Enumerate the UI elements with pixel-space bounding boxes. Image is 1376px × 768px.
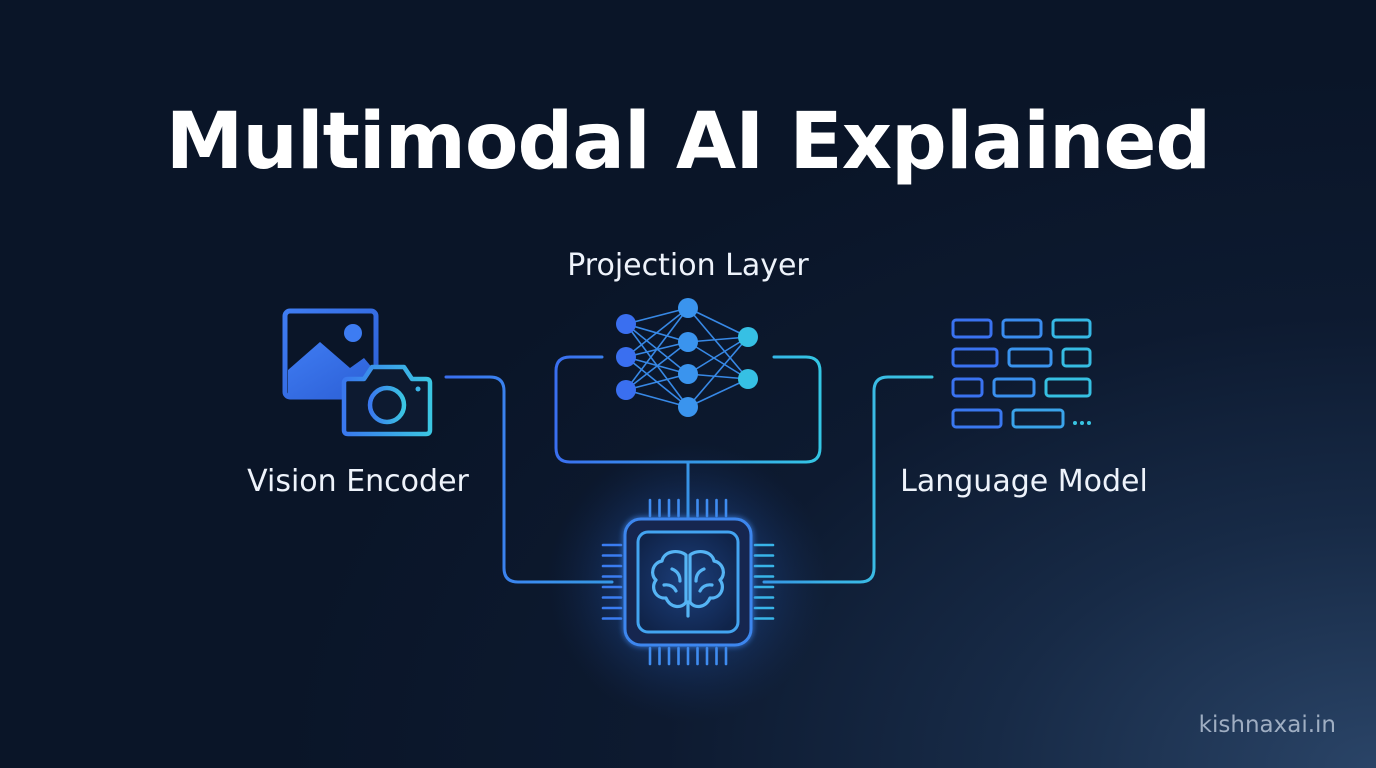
language-model-label: Language Model [900, 464, 1148, 499]
nn-edge [625, 307, 689, 325]
nn-edge [687, 378, 749, 408]
nn-node [616, 314, 636, 334]
nn-node [678, 298, 698, 318]
neural-network-icon [625, 307, 749, 408]
nn-edge [625, 389, 689, 408]
brain-icon [651, 550, 725, 618]
nn-edge [687, 336, 749, 375]
nn-edge [625, 373, 689, 391]
projection-layer-label: Projection Layer [567, 248, 809, 283]
nn-node [678, 364, 698, 384]
nn-node [738, 327, 758, 347]
nn-edge [625, 341, 689, 391]
nn-node [616, 380, 636, 400]
token-blocks-icon [951, 318, 1092, 429]
nn-edge [625, 307, 689, 391]
neural-network-nodes [616, 298, 758, 417]
vision-encoder-label: Vision Encoder [247, 464, 469, 499]
nn-edge [687, 307, 749, 338]
nn-node [678, 397, 698, 417]
brain-chip-icon [548, 442, 828, 722]
nn-edge [625, 307, 689, 358]
nn-edge [687, 336, 749, 343]
vision-to-chip-connector [444, 375, 614, 584]
language-to-chip-connector [762, 375, 934, 584]
nn-edge [687, 336, 749, 408]
nn-edge [687, 307, 749, 380]
nn-node [678, 332, 698, 352]
camera-icon [341, 364, 433, 437]
nn-node [738, 369, 758, 389]
nn-edge [687, 373, 749, 380]
watermark: kishnaxai.in [1198, 712, 1336, 738]
nn-edge [687, 341, 749, 380]
diagram-title: Multimodal AI Explained [165, 97, 1211, 187]
nn-node [616, 347, 636, 367]
